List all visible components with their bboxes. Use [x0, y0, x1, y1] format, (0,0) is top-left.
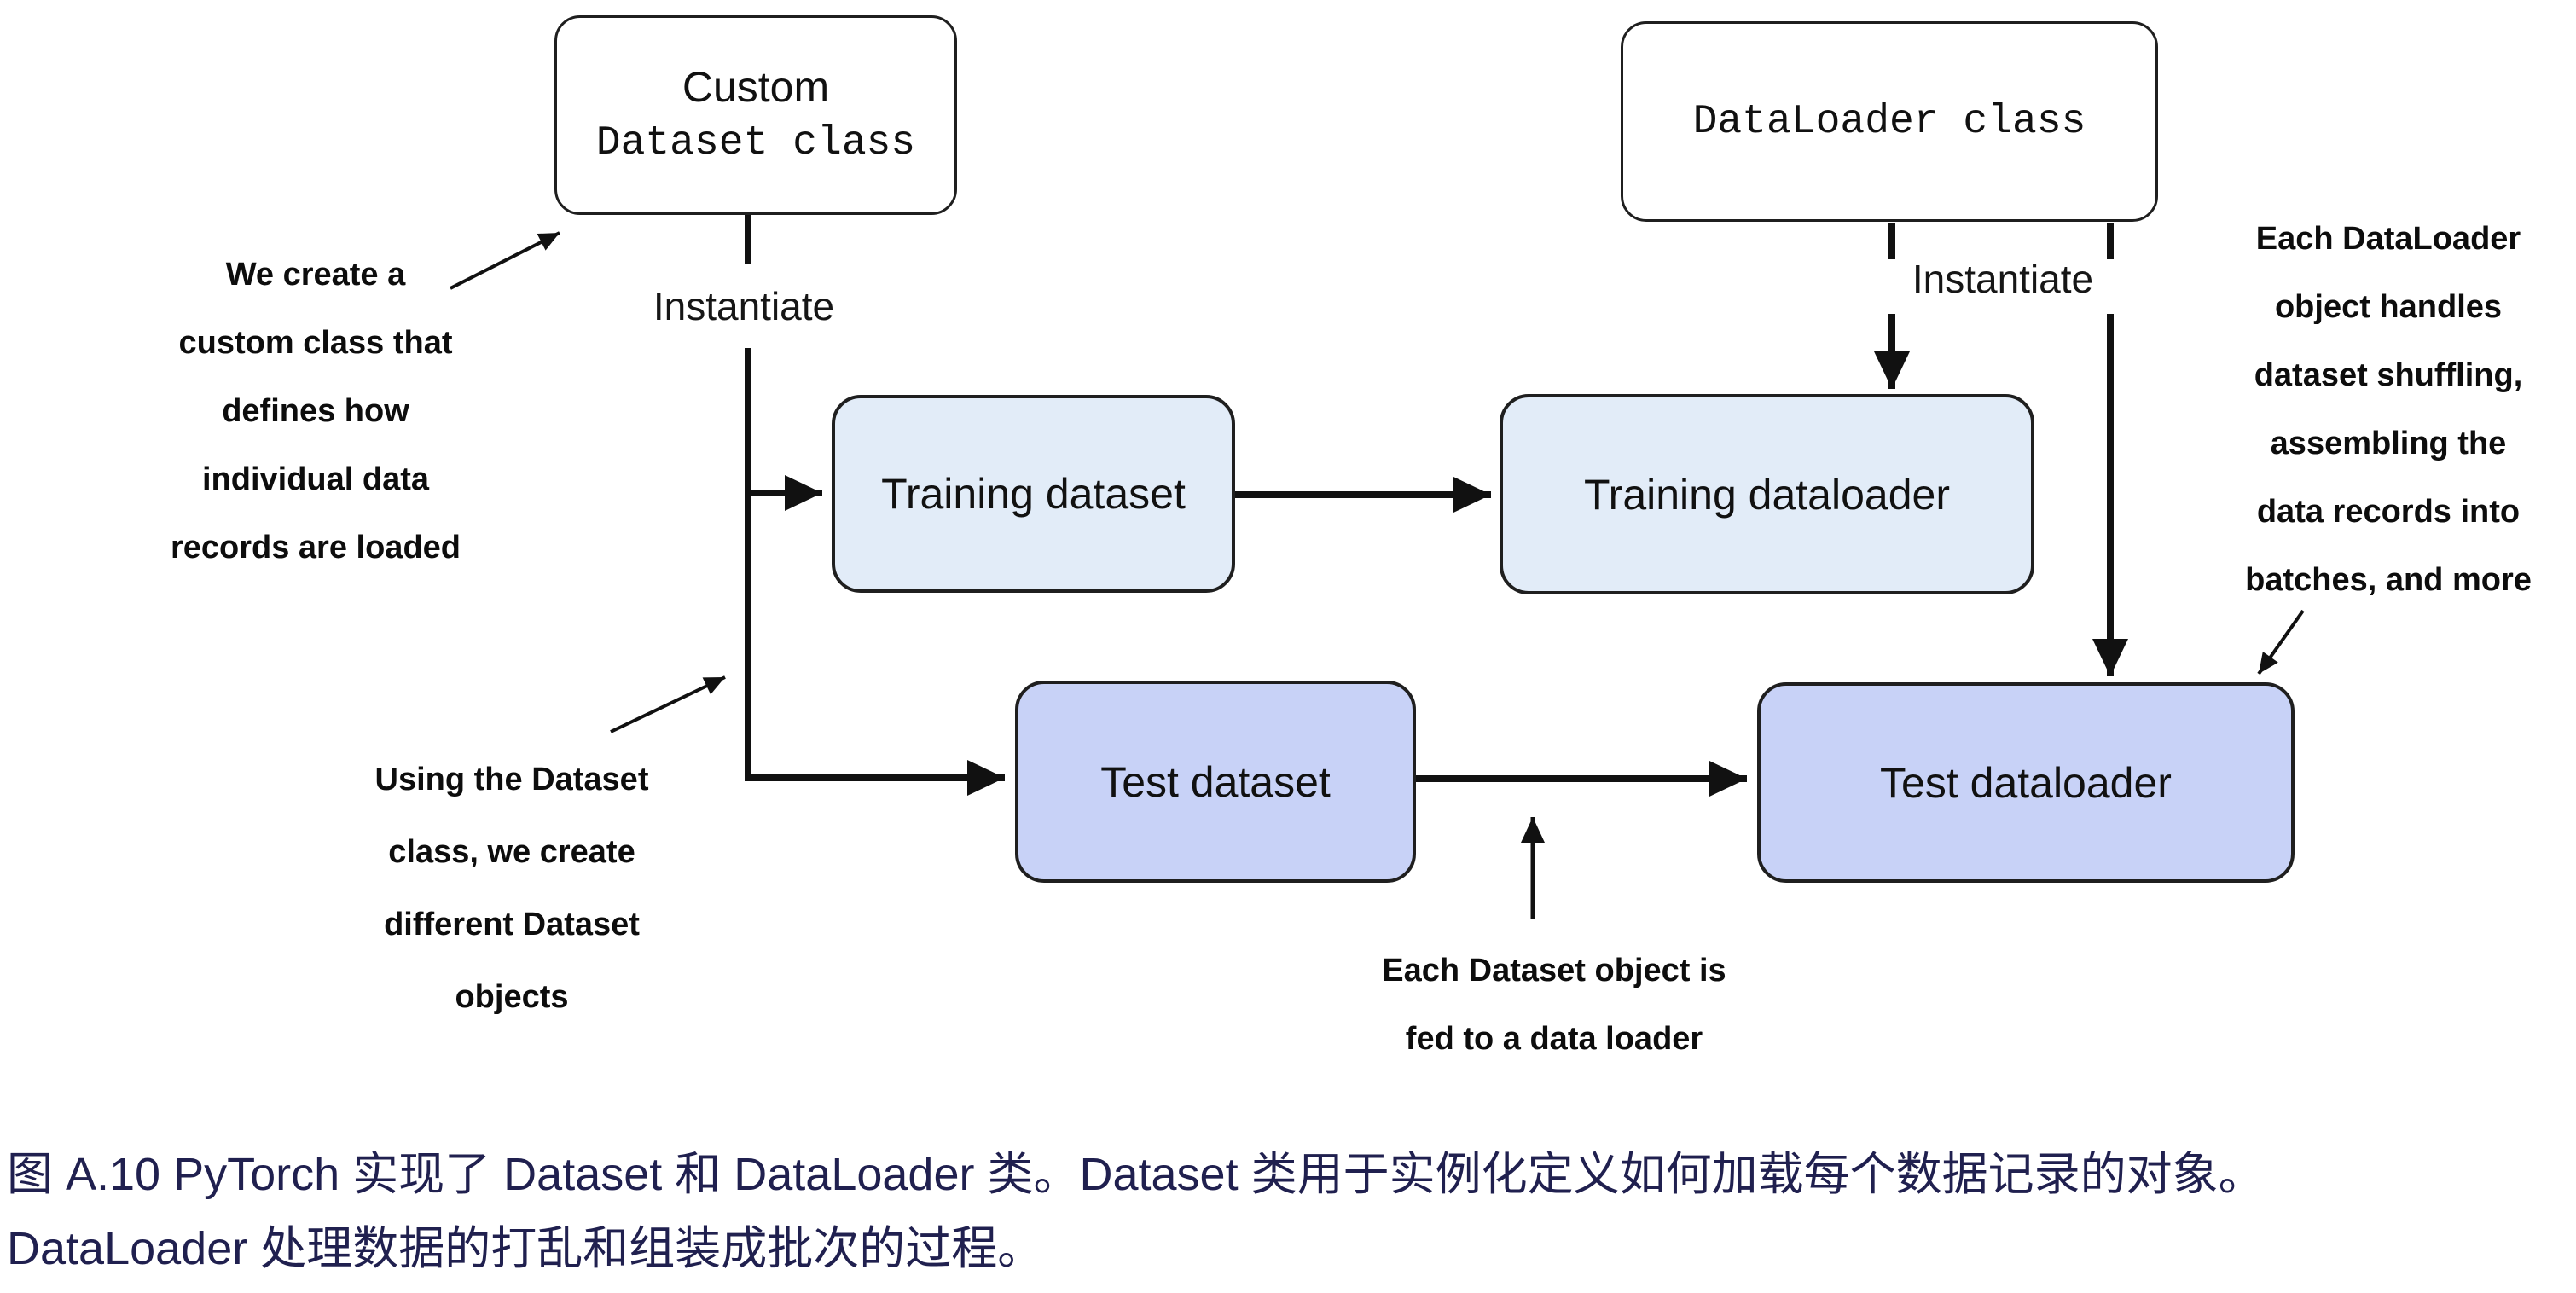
- training-dataset-box: Training dataset: [832, 395, 1235, 593]
- training-dataset-label: Training dataset: [881, 470, 1186, 518]
- training-dataloader-box: Training dataloader: [1500, 394, 2034, 594]
- dataloader-class-label: DataLoader class: [1692, 98, 2086, 145]
- figure-caption-line2: DataLoader 处理数据的打乱和组装成批次的过程。: [7, 1223, 1044, 1274]
- pointer-bottom-left-annotation: [610, 675, 726, 733]
- figure-caption-line1: 图 A.10 PyTorch 实现了 Dataset 和 DataLoader …: [7, 1149, 2265, 1200]
- annotation-bottom-left: Using the Dataset class, we create diffe…: [374, 762, 649, 1015]
- test-dataloader-box: Test dataloader: [1757, 682, 2295, 883]
- annotation-bottom-middle: Each Dataset object is fed to a data loa…: [1382, 953, 1726, 1057]
- instantiate-label-left: Instantiate: [653, 284, 835, 328]
- edge-custom-to-test-dataset: [745, 348, 1005, 796]
- test-dataloader-label: Test dataloader: [1880, 758, 2172, 807]
- custom-dataset-class-line1: Custom: [682, 63, 830, 111]
- annotation-right: Each DataLoader object handles dataset s…: [2245, 221, 2532, 598]
- pointer-right-annotation: [2257, 609, 2305, 675]
- test-dataset-box: Test dataset: [1015, 681, 1416, 883]
- annotation-left: We create a custom class that defines ho…: [170, 257, 461, 565]
- training-dataloader-label: Training dataloader: [1584, 470, 1950, 519]
- dataloader-class-box: DataLoader class: [1621, 21, 2158, 222]
- test-dataset-label: Test dataset: [1100, 757, 1331, 806]
- custom-dataset-class-line2: Dataset class: [595, 120, 916, 166]
- instantiate-label-right: Instantiate: [1912, 257, 2094, 301]
- custom-dataset-class-box: Custom Dataset class: [554, 15, 957, 215]
- pointer-left-annotation: [450, 231, 560, 290]
